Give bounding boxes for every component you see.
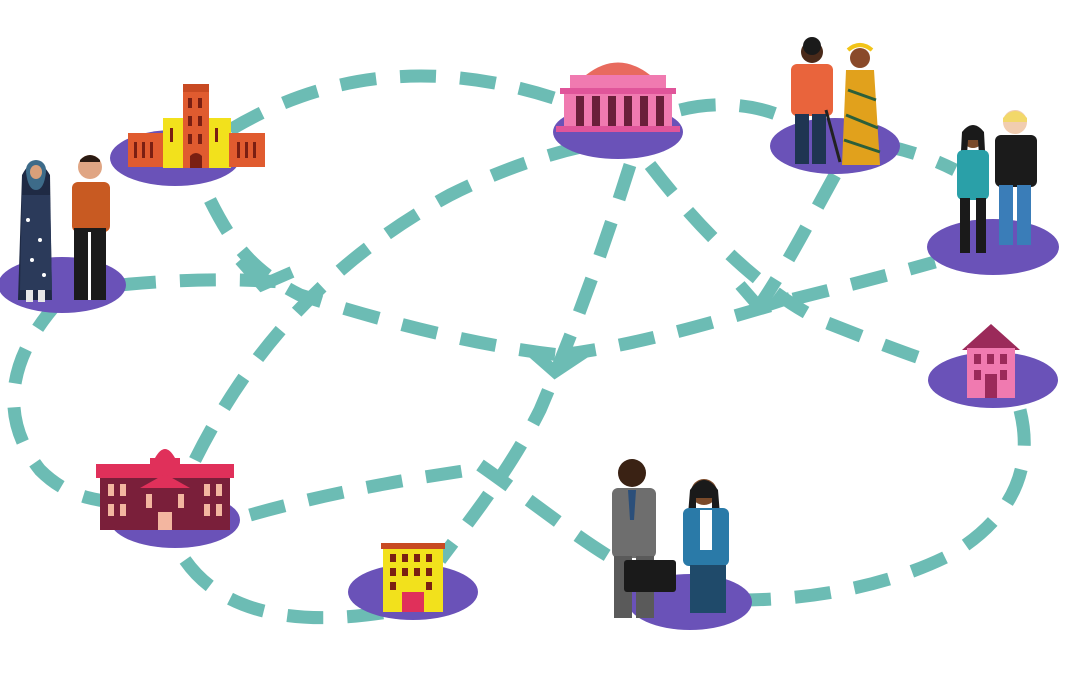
path-top-arc [226,69,563,136]
path-tower-down [204,197,561,362]
tower-building-icon [128,84,265,168]
dashed-paths [7,69,1031,625]
path-elderly-down [754,171,841,309]
museum-icon [556,62,680,132]
yellow-apartment-icon [381,543,445,612]
business-people-icon [612,459,729,618]
arrowhead-right [735,281,792,315]
people-pair-left-icon [18,155,110,302]
path-townhall-to-yellow [248,463,471,522]
path-bottom-left [179,556,402,625]
town-hall-icon [96,449,234,530]
path-outer-left-loop [7,295,132,512]
path-museum-to-elderly [678,98,793,126]
arrowhead-left [235,256,295,293]
path-museum-down [434,163,637,564]
base-young-couple [927,219,1059,275]
path-center-to-business [476,459,619,566]
path-outer-right-loop [739,408,1031,607]
path-museum-diagonal [644,161,943,372]
path-big-arc-left [189,133,621,463]
node-bases [0,105,1059,630]
path-cross-center [559,255,937,362]
pink-house-icon [962,324,1020,398]
arrowheads [235,256,792,380]
young-couple-icon [957,110,1037,253]
arrowhead-center [526,345,589,380]
elderly-couple-icon [791,37,881,165]
